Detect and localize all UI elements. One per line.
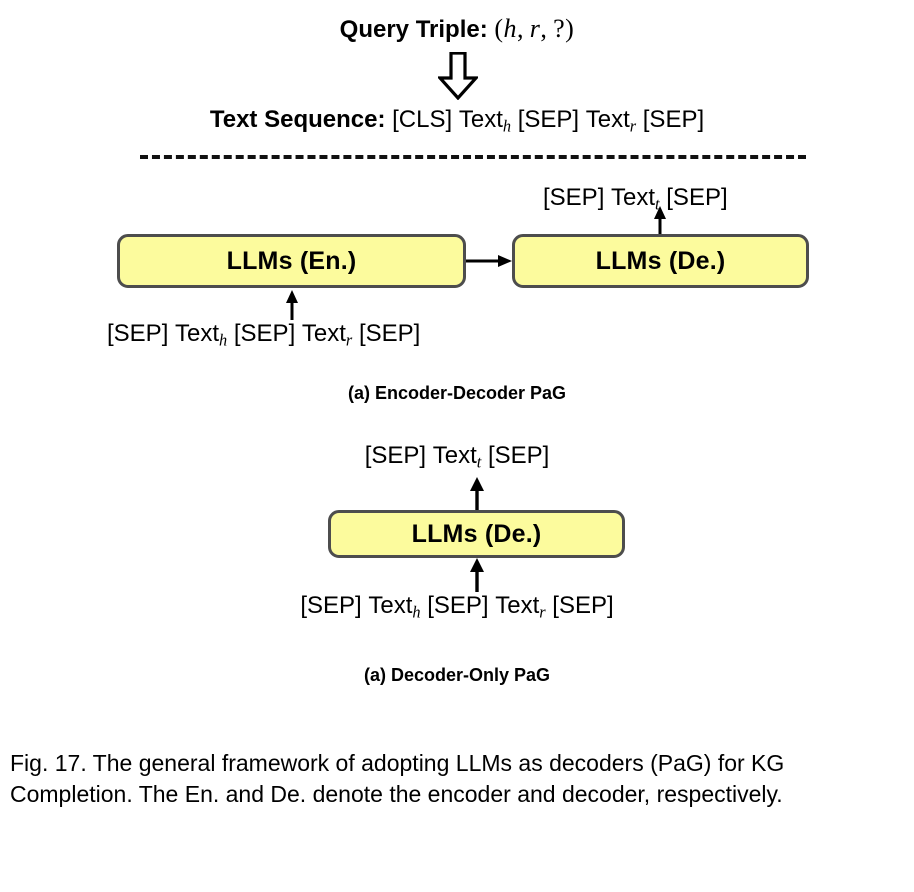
subscript-t: t bbox=[476, 452, 482, 472]
ed-output-sep-2: [SEP] bbox=[666, 184, 728, 211]
query-paren-close: ) bbox=[565, 14, 575, 43]
do-input-sep-2: [SEP] bbox=[427, 592, 489, 619]
hollow-down-block-arrow-icon bbox=[438, 52, 478, 100]
encoder-decoder-input-label: [SEP] Texth [SEP] Textr [SEP] bbox=[107, 320, 420, 351]
decoder-only-output-label: [SEP] Textt [SEP] bbox=[0, 442, 914, 473]
query-triple-label: Query Triple: bbox=[339, 16, 488, 43]
text-sequence-line: Text Sequence: [CLS] Texth [SEP] Textr [… bbox=[0, 106, 914, 137]
token-sep-2: [SEP] bbox=[642, 106, 705, 133]
query-triple-line: Query Triple: (h, r, ?) bbox=[0, 14, 914, 44]
ed-input-sep-2: [SEP] bbox=[233, 320, 296, 347]
encoder-box[interactable]: LLMs (En.) bbox=[117, 234, 466, 288]
subfigure-b-caption: (a) Decoder-Only PaG bbox=[363, 665, 551, 685]
decoder-box-label: LLMs (De.) bbox=[595, 246, 726, 275]
decoder-box-encoder-decoder[interactable]: LLMs (De.) bbox=[512, 234, 809, 288]
do-output-sep-1: [SEP] bbox=[364, 442, 427, 469]
ed-input-text-r: Textr bbox=[301, 320, 353, 350]
ed-output-text-t: Textt bbox=[611, 184, 660, 214]
ed-input-text-h: Texth bbox=[175, 320, 228, 350]
figure-caption: Fig. 17. The general framework of adopti… bbox=[10, 750, 785, 807]
ed-output-sep-1: [SEP] bbox=[543, 184, 605, 211]
query-paren-open: ( bbox=[494, 14, 504, 43]
query-unknown-tail: ? bbox=[553, 14, 566, 43]
decoder-only-box[interactable]: LLMs (De.) bbox=[328, 510, 625, 558]
subscript-r: r bbox=[345, 330, 353, 350]
query-var-r: r bbox=[529, 14, 541, 43]
query-var-h: h bbox=[503, 14, 518, 43]
decoder-output-arrow-icon bbox=[654, 206, 666, 236]
query-triple-expression: (h, r, ?) bbox=[494, 14, 574, 43]
do-input-sep-3: [SEP] bbox=[552, 592, 614, 619]
subscript-r: r bbox=[629, 116, 637, 136]
subscript-t: t bbox=[655, 194, 660, 214]
do-input-sep-1: [SEP] bbox=[300, 592, 362, 619]
do-output-sep-2: [SEP] bbox=[487, 442, 550, 469]
decoder-only-box-label: LLMs (De.) bbox=[411, 519, 542, 548]
dashed-divider bbox=[140, 155, 806, 159]
do-input-text-r: Textr bbox=[495, 592, 546, 622]
subscript-r: r bbox=[539, 602, 546, 622]
ed-input-sep-3: [SEP] bbox=[358, 320, 421, 347]
encoder-decoder-output-label: [SEP] Textt [SEP] bbox=[543, 184, 728, 215]
encoder-box-label: LLMs (En.) bbox=[226, 246, 357, 275]
encoder-to-decoder-arrow-icon bbox=[466, 255, 512, 267]
ed-input-sep-1: [SEP] bbox=[107, 320, 169, 347]
decoder-only-input-arrow-icon bbox=[470, 558, 484, 592]
query-comma-2: , bbox=[540, 14, 548, 43]
encoder-input-arrow-icon bbox=[286, 290, 298, 320]
text-sequence-label: Text Sequence: bbox=[209, 106, 386, 133]
subscript-h: h bbox=[412, 602, 421, 622]
decoder-only-input-label: [SEP] Texth [SEP] Textr [SEP] bbox=[0, 592, 914, 623]
subfigure-a-caption: (a) Encoder-Decoder PaG bbox=[347, 383, 567, 403]
do-input-text-h: Texth bbox=[368, 592, 421, 622]
token-cls: [CLS] bbox=[392, 106, 453, 133]
query-comma-1: , bbox=[517, 14, 525, 43]
subscript-h: h bbox=[502, 116, 512, 136]
token-text-r: Textr bbox=[585, 106, 637, 136]
subscript-h: h bbox=[219, 330, 228, 350]
do-output-text-t: Textt bbox=[432, 442, 482, 472]
token-text-h: Texth bbox=[458, 106, 512, 136]
token-sep-1: [SEP] bbox=[517, 106, 580, 133]
decoder-only-output-arrow-icon bbox=[470, 477, 484, 511]
